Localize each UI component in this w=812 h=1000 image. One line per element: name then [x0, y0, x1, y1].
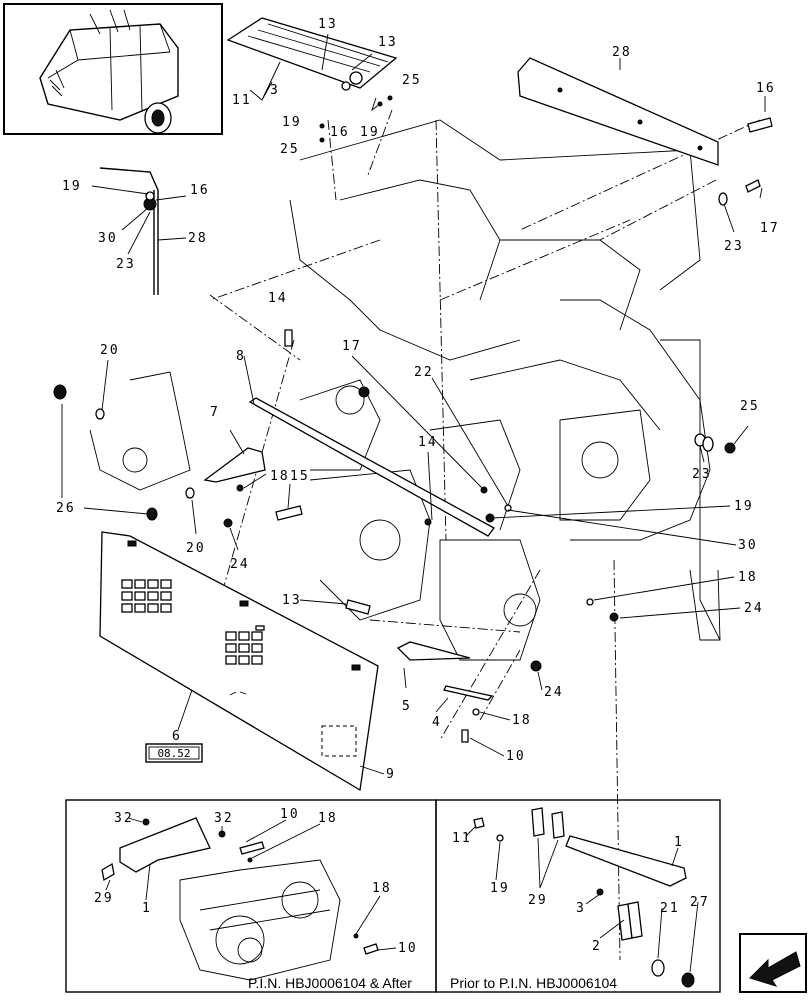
- callout-22: 22: [414, 365, 434, 380]
- callout-24-c: 24: [544, 685, 564, 700]
- callout-25-top-a: 25: [402, 73, 422, 88]
- callout-10-mid: 10: [506, 749, 526, 764]
- inset-left-caption: P.I.N. HBJ0006104 & After: [248, 975, 412, 991]
- callout-16-left: 16: [190, 183, 210, 198]
- callout-25-mid: 25: [740, 399, 760, 414]
- callout-19-left: 19: [62, 179, 82, 194]
- front-panel-6: [99, 531, 379, 792]
- callout-23-mid: 23: [692, 467, 712, 482]
- callout-18-inset-b: 18: [372, 881, 392, 896]
- callout-5: 5: [402, 699, 412, 714]
- callout-29-inset: 29: [94, 891, 114, 906]
- callout-17-right: 17: [760, 221, 780, 236]
- callout-24-a: 24: [230, 557, 250, 572]
- inset-right-panel: [435, 799, 721, 993]
- callout-19-top-b: 19: [360, 125, 380, 140]
- callout-8: 8: [236, 349, 246, 364]
- strip-4: [443, 685, 494, 701]
- callout-32-b: 32: [214, 811, 234, 826]
- callout-3-right: 3: [576, 901, 586, 916]
- callout-3-top: 3: [270, 83, 280, 98]
- arrow-icon[interactable]: [739, 933, 807, 993]
- callout-28-top: 28: [612, 45, 632, 60]
- callout-19-top-a: 19: [282, 115, 302, 130]
- callout-11-top: 11: [232, 93, 252, 108]
- inset-left-panel: [65, 799, 437, 993]
- ref-box[interactable]: 08.52: [145, 743, 203, 763]
- callout-11-right: 11: [452, 831, 472, 846]
- callout-16-right: 16: [756, 81, 776, 96]
- vent-grid-b: [225, 631, 263, 665]
- bar-8: [248, 397, 495, 537]
- callout-30-mid: 30: [738, 538, 758, 553]
- callout-4: 4: [432, 715, 442, 730]
- side-panel-28: [517, 57, 719, 166]
- callout-24-b: 24: [744, 601, 764, 616]
- callout-17-mid: 17: [342, 339, 362, 354]
- callout-leaders: [61, 33, 766, 775]
- baler-overview-thumbnail: [3, 3, 223, 135]
- vent-grid-a: [121, 579, 172, 613]
- callout-9: 9: [386, 767, 396, 782]
- callout-20-b: 20: [186, 541, 206, 556]
- ref-box-label: 08.52: [157, 747, 190, 760]
- callout-labels: 11 3 13 13 25 19 16 19 25 28 16 17 23 19…: [56, 17, 780, 956]
- callout-18-inset-a: 18: [318, 811, 338, 826]
- callout-15: 15: [290, 469, 310, 484]
- callout-19-mid: 19: [734, 499, 754, 514]
- callout-13-mid: 13: [282, 593, 302, 608]
- callout-16-top: 16: [330, 125, 350, 140]
- top-cover-plate: [226, 17, 398, 91]
- bracket-7: [203, 447, 266, 483]
- callout-1-inset: 1: [142, 901, 152, 916]
- plate-5: [396, 641, 471, 661]
- callout-14-b: 14: [418, 435, 438, 450]
- callout-25-top-b: 25: [280, 142, 300, 157]
- callout-20-a: 20: [100, 343, 120, 358]
- inset-right-caption: Prior to P.I.N. HBJ0006104: [450, 975, 617, 991]
- callout-13-top-a: 13: [318, 17, 338, 32]
- callout-18-c: 18: [512, 713, 532, 728]
- callout-18-b: 18: [738, 570, 758, 585]
- callout-18-a: 18: [270, 469, 290, 484]
- callout-10-inset: 10: [280, 807, 300, 822]
- callout-29-right: 29: [528, 893, 548, 908]
- callout-21-right: 21: [660, 901, 680, 916]
- callout-23-left: 23: [116, 257, 136, 272]
- callout-14-mid: 14: [268, 291, 288, 306]
- callout-6: 6: [172, 729, 182, 744]
- callout-1-right: 1: [674, 835, 684, 850]
- callout-32-a: 32: [114, 811, 134, 826]
- callout-28-left: 28: [188, 231, 208, 246]
- callout-10-inset-b: 10: [398, 941, 418, 956]
- callout-2-right: 2: [592, 939, 602, 954]
- callout-27-right: 27: [690, 895, 710, 910]
- callout-23-right: 23: [724, 239, 744, 254]
- callout-13-top-b: 13: [378, 35, 398, 50]
- callout-30-left: 30: [98, 231, 118, 246]
- baler-frame-outline: [89, 119, 721, 661]
- callout-26: 26: [56, 501, 76, 516]
- leader-lines: [209, 109, 761, 961]
- callout-19-right: 19: [490, 881, 510, 896]
- callout-7: 7: [210, 405, 220, 420]
